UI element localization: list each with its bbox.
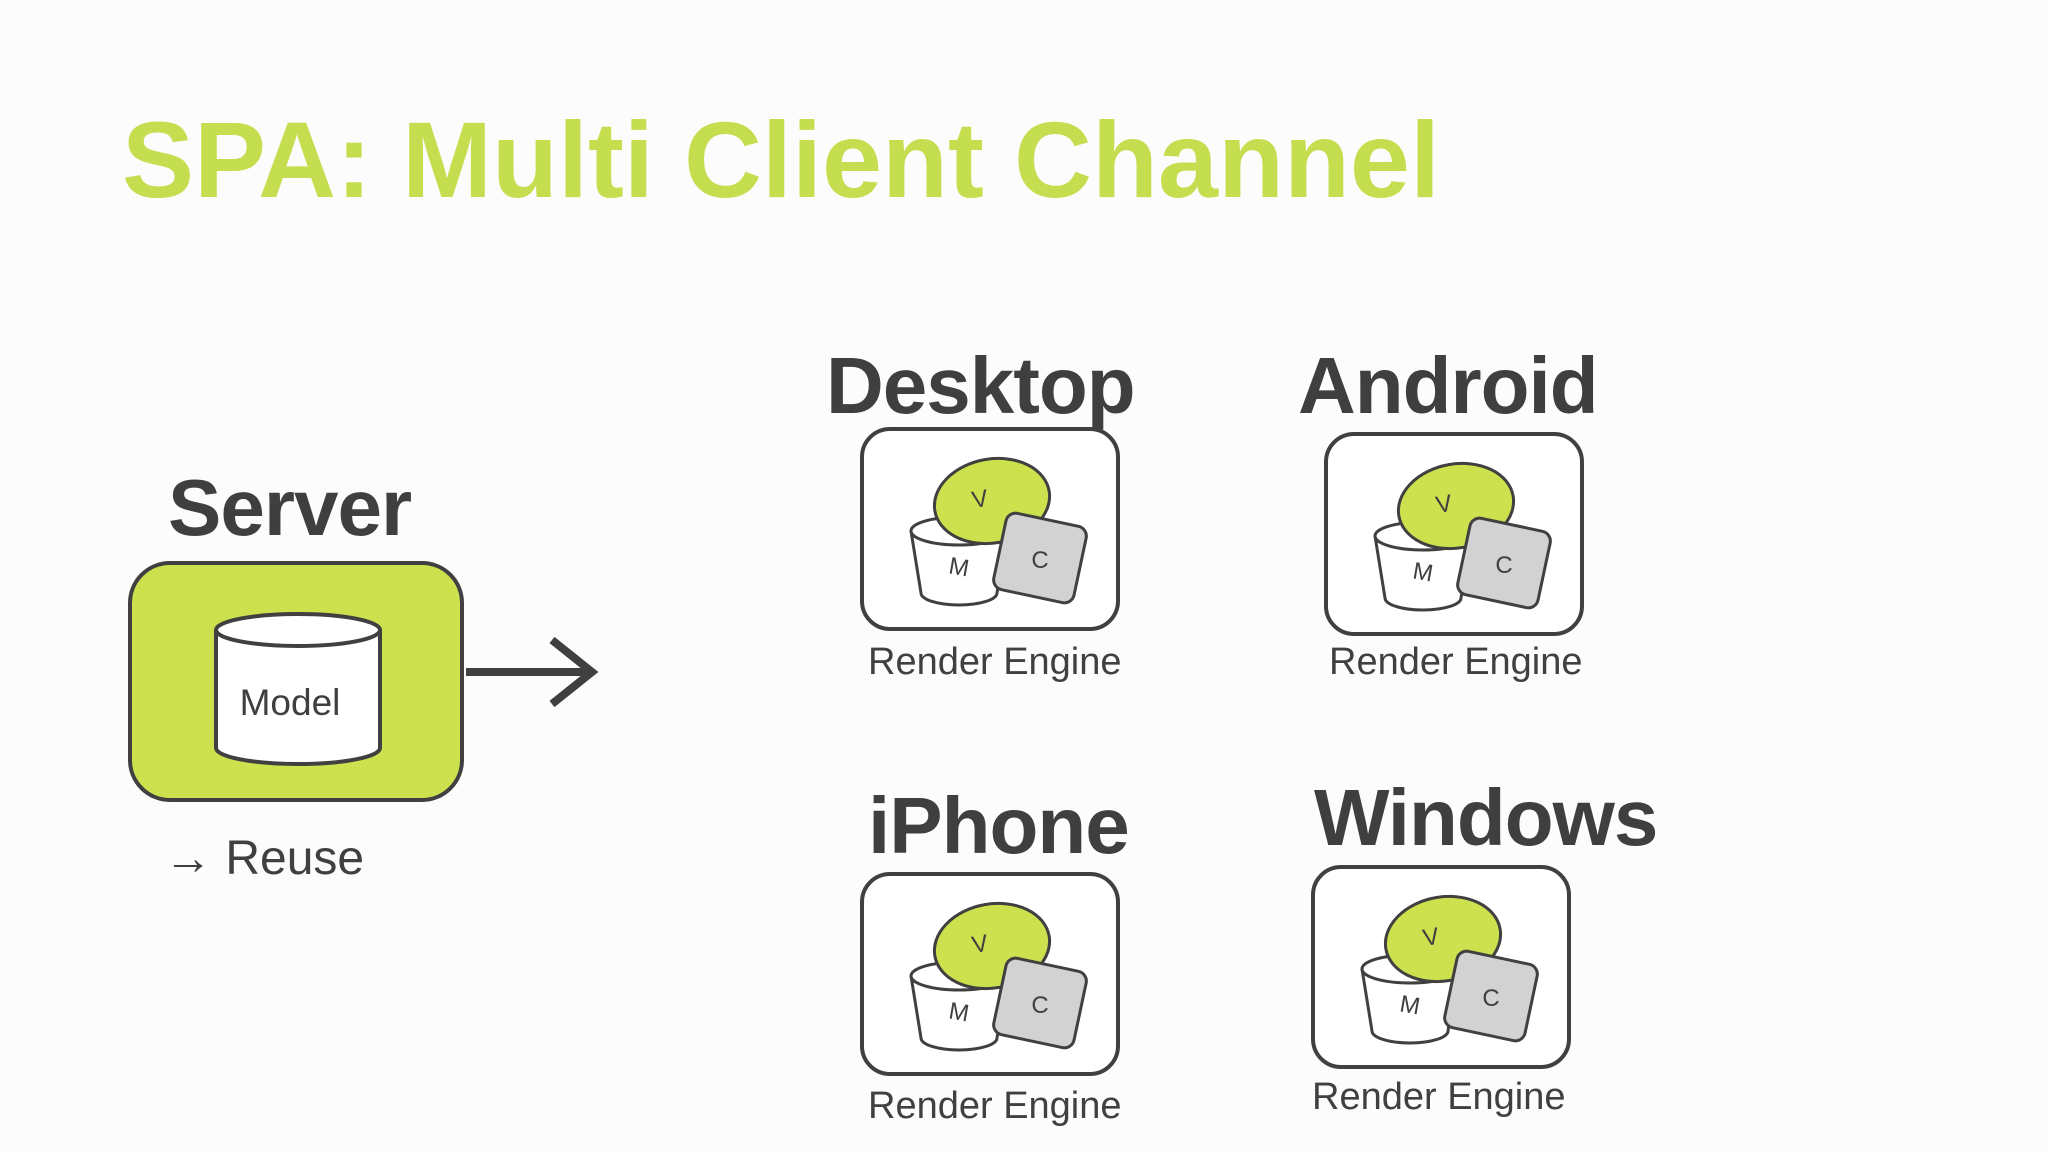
render-engine-box-android: V M C [1324, 432, 1584, 636]
controller-letter: C [1031, 992, 1048, 1019]
model-label: Model [240, 682, 341, 723]
controller-card-icon [1456, 516, 1552, 610]
reuse-label: → Reuse [164, 832, 365, 885]
model-letter: M [1398, 990, 1422, 1020]
render-engine-label-iphone: Render Engine [868, 1085, 1122, 1127]
controller-card-icon [1443, 949, 1539, 1043]
client-heading-windows: Windows [1314, 773, 1658, 862]
client-heading-android: Android [1298, 341, 1599, 430]
model-letter: M [947, 997, 971, 1027]
view-letter: V [1421, 923, 1441, 952]
view-letter: V [970, 930, 990, 959]
controller-letter: C [1031, 547, 1048, 574]
client-heading-desktop: Desktop [826, 341, 1136, 430]
model-letter: M [1411, 557, 1435, 587]
render-engine-label-desktop: Render Engine [868, 641, 1122, 683]
client-heading-iphone: iPhone [868, 781, 1130, 870]
controller-card-icon [992, 511, 1088, 605]
render-engine-box-desktop: V M C [860, 427, 1120, 631]
controller-letter: C [1482, 985, 1499, 1012]
controller-card-icon [992, 956, 1088, 1050]
model-letter: M [947, 552, 971, 582]
server-heading: Server [168, 463, 412, 552]
controller-letter: C [1495, 552, 1512, 579]
render-engine-box-windows: V M C [1311, 865, 1571, 1069]
slide-title: SPA: Multi Client Channel [122, 99, 1440, 220]
render-engine-box-iphone: V M C [860, 872, 1120, 1076]
render-engine-label-android: Render Engine [1329, 641, 1583, 683]
view-letter: V [970, 485, 990, 514]
view-letter: V [1434, 490, 1454, 519]
render-engine-label-windows: Render Engine [1312, 1076, 1566, 1118]
